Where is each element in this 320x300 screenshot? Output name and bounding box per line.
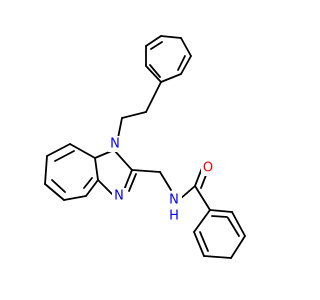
svg-text:N: N: [110, 137, 120, 152]
top-phenyl-ring: [145, 35, 192, 83]
svg-text:O: O: [203, 161, 213, 176]
methylene-bridge: [131, 169, 172, 191]
benzimidazole-core: [44, 143, 137, 201]
structure-diagram: N N N H O: [44, 35, 246, 259]
svg-text:N: N: [114, 189, 124, 204]
bottom-phenyl-ring: [193, 185, 246, 259]
ethyl-linker: [117, 81, 162, 139]
svg-text:H: H: [169, 209, 179, 224]
molecule-canvas: N N N H O: [44, 35, 246, 259]
atom-label-n2: N: [112, 188, 126, 204]
atom-label-n1: N: [108, 136, 122, 152]
atom-label-h3: H: [167, 208, 182, 224]
atom-label-o1: O: [201, 160, 216, 176]
svg-text:N: N: [169, 193, 179, 208]
atom-label-n3: N: [167, 192, 182, 208]
